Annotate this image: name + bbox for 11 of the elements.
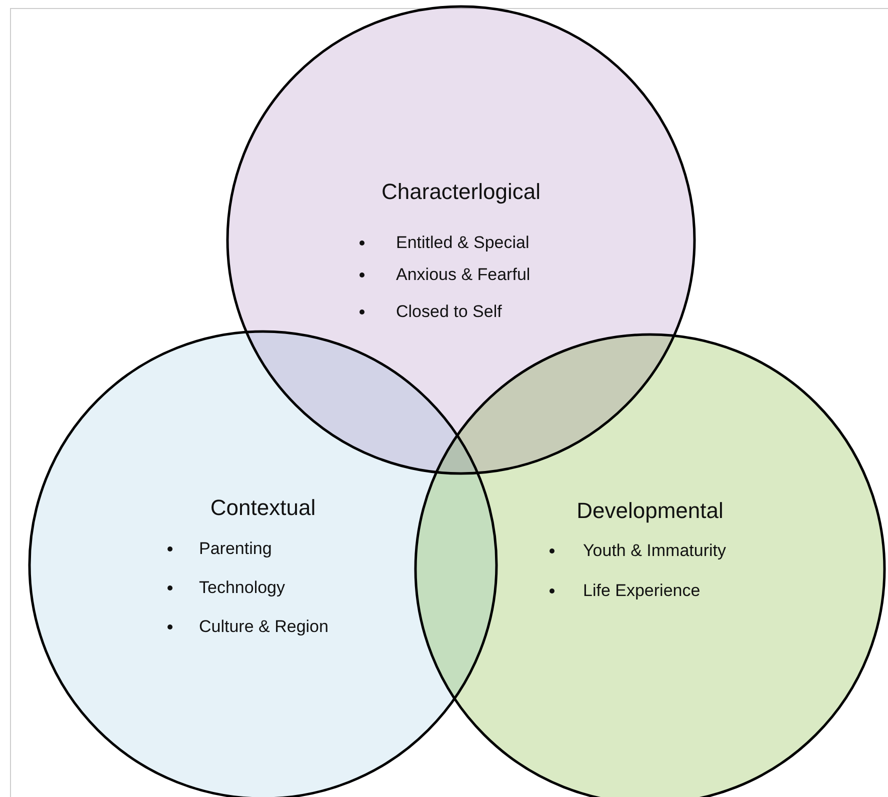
bullet-text: Parenting	[199, 539, 272, 559]
bullet-text: Youth & Immaturity	[583, 541, 726, 561]
bullet-text: Entitled & Special	[396, 233, 530, 253]
bullet-text: Technology	[199, 578, 286, 598]
bullet-text: Culture & Region	[199, 617, 328, 637]
bullet-text: Anxious & Fearful	[396, 265, 530, 285]
circle-heading: Developmental	[576, 498, 724, 524]
circle-heading: Contextual	[210, 495, 316, 521]
bullet-text: Life Experience	[583, 581, 700, 601]
circle-heading: Characterlogical	[382, 179, 540, 205]
bullet-text: Closed to Self	[396, 302, 502, 322]
